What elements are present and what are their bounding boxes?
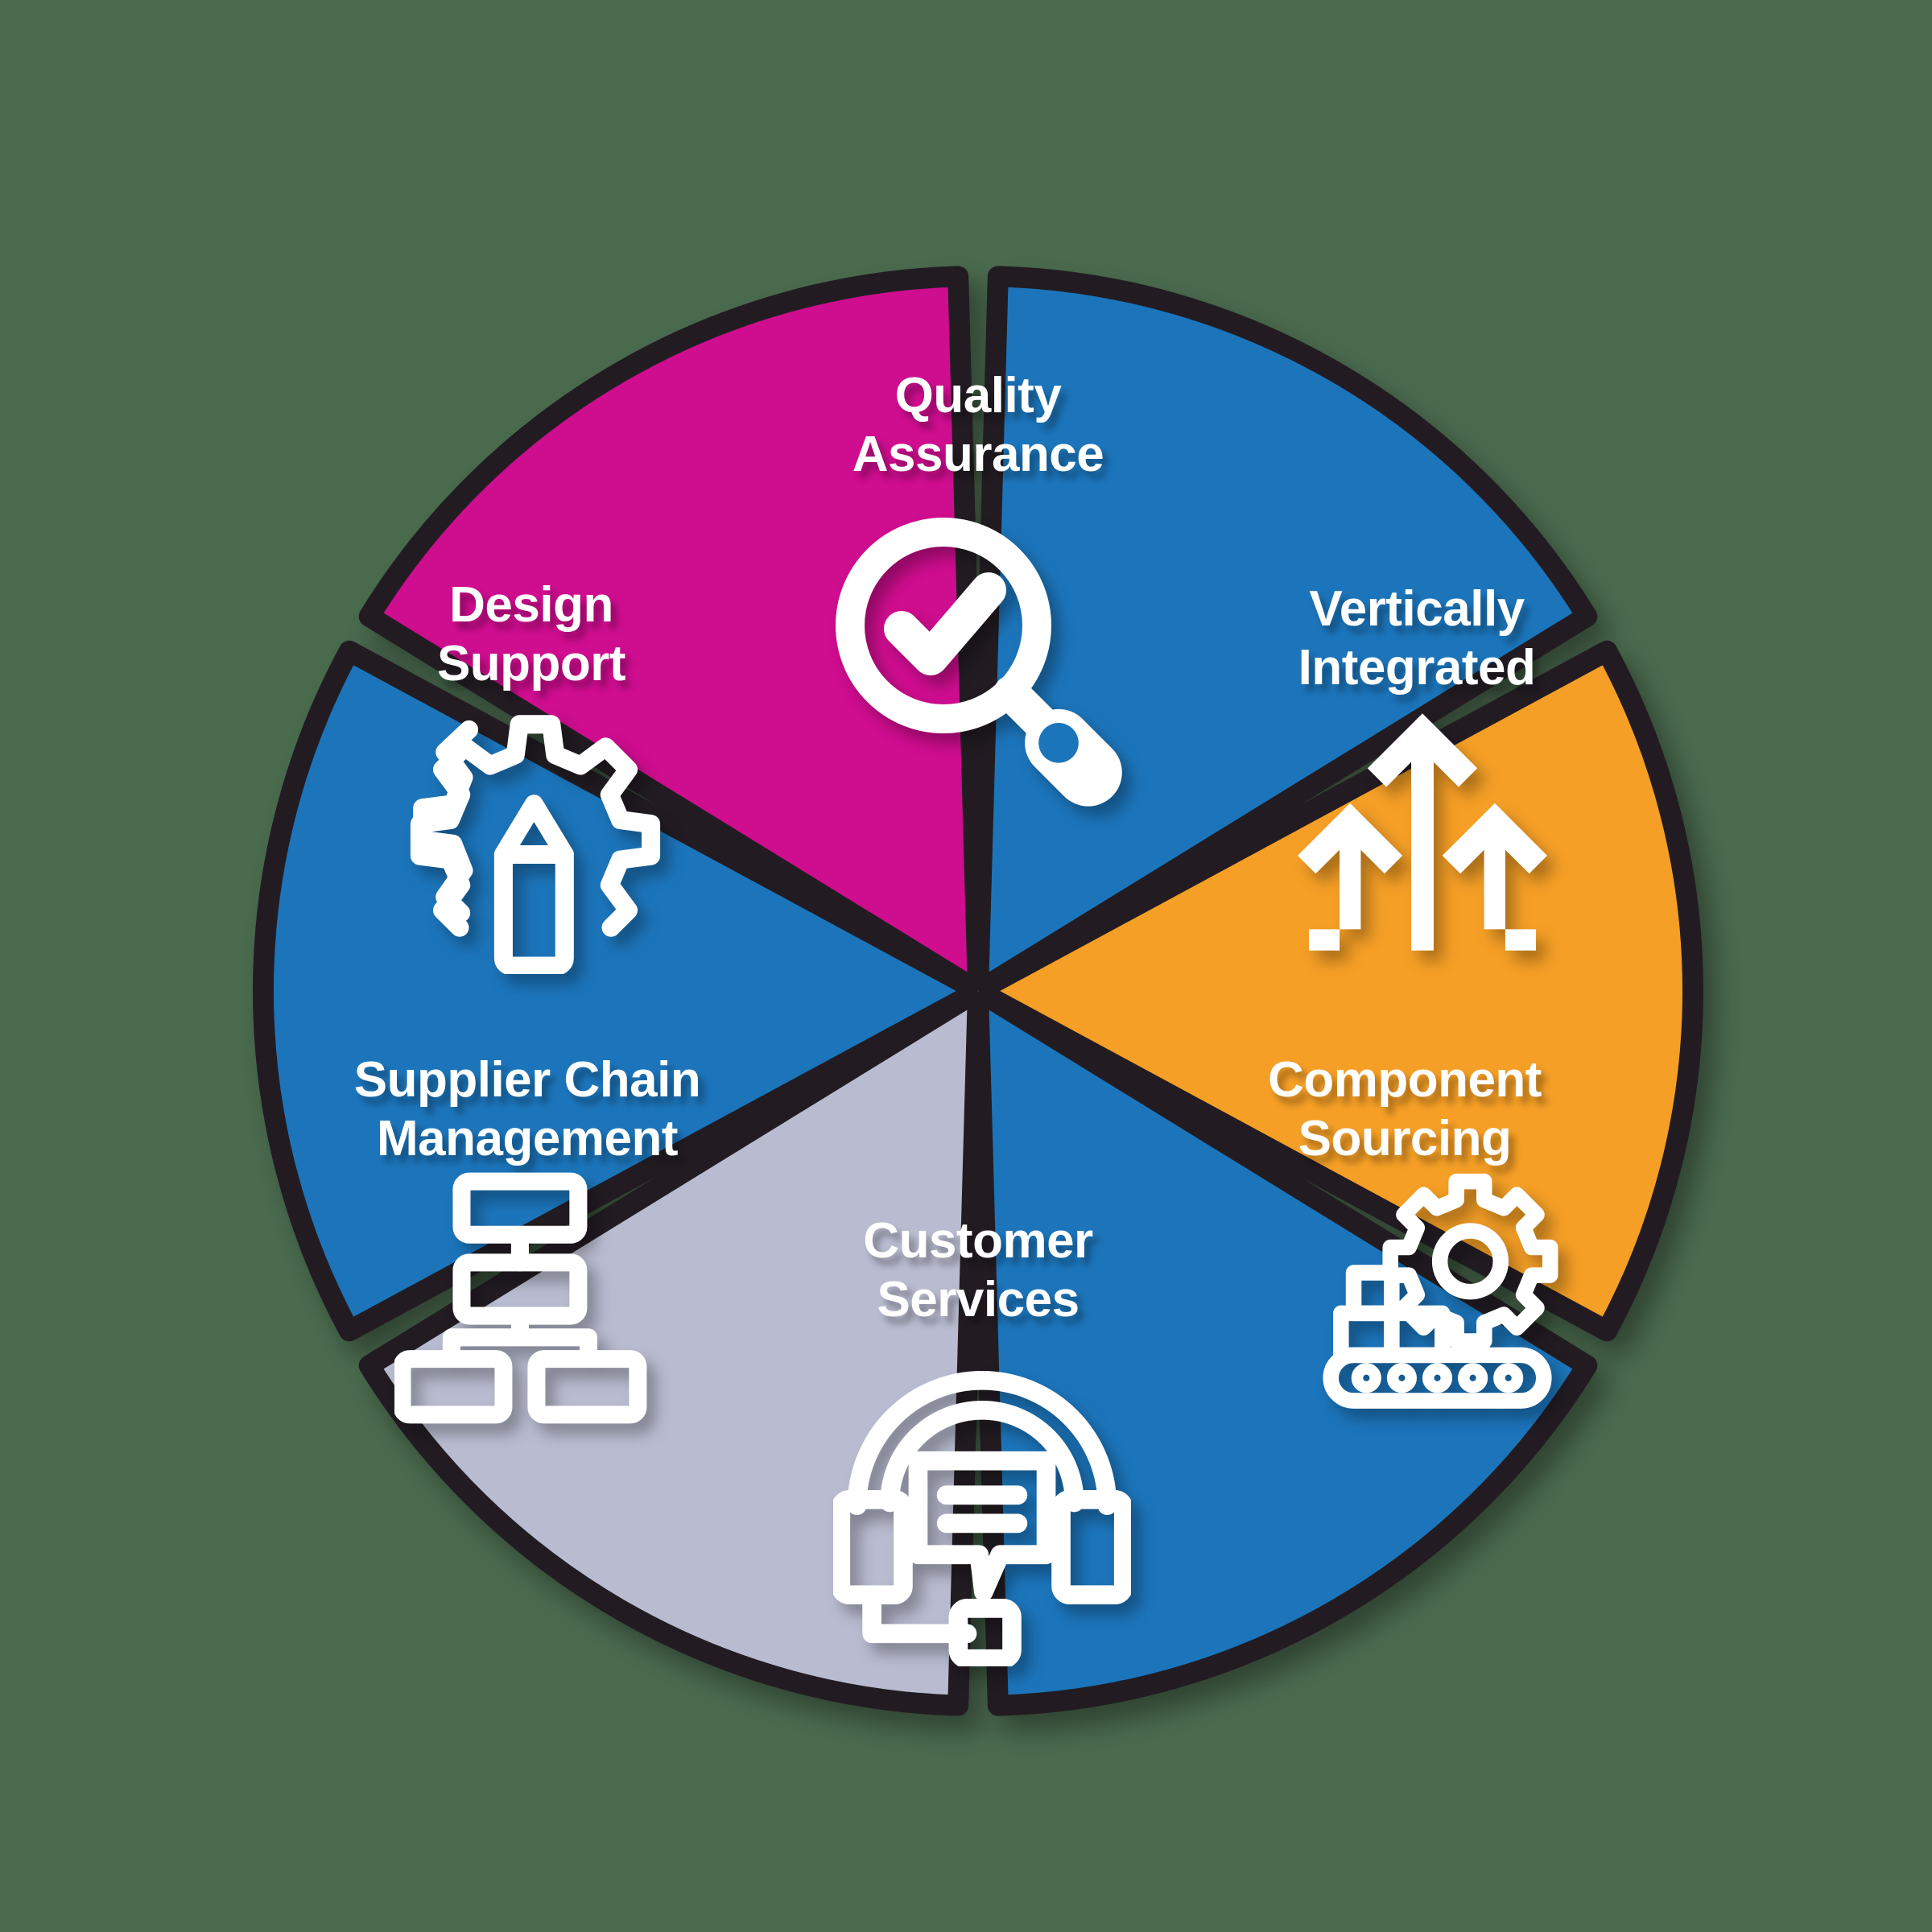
- gear-pencil-icon: [402, 708, 668, 974]
- wheel-segment-quality-assurance[interactable]: [968, 266, 1598, 996]
- magnifier-check-icon: [821, 503, 1143, 825]
- headset-chat-icon: [833, 1368, 1131, 1666]
- wheel-segment-design-support[interactable]: [358, 266, 989, 996]
- hierarchy-chart-icon: [394, 1171, 648, 1425]
- conveyor-gear-icon: [1311, 1171, 1564, 1425]
- three-up-arrows-icon: [1298, 708, 1547, 958]
